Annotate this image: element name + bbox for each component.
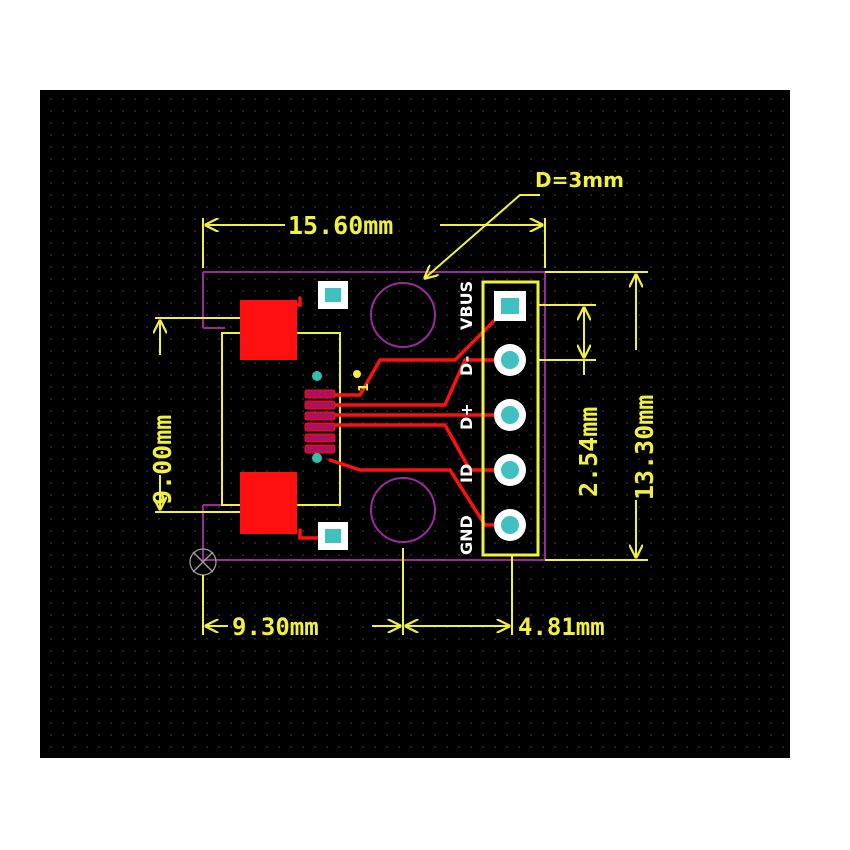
dim-board-width: 15.60mm bbox=[288, 211, 393, 240]
locator-via-top bbox=[312, 371, 322, 381]
shell-pad-top bbox=[240, 300, 297, 360]
pin-label-dplus: D+ bbox=[457, 403, 476, 430]
mounting-hole-bottom bbox=[370, 477, 436, 543]
header-pin-id bbox=[494, 454, 526, 486]
pin-label-dminus: D- bbox=[457, 356, 476, 376]
header-pin-dplus bbox=[494, 399, 526, 431]
pin1-marker: 1 bbox=[357, 383, 372, 392]
copper-traces bbox=[266, 296, 512, 540]
header-pin-dminus bbox=[494, 344, 526, 376]
pin-label-id: ID bbox=[457, 464, 476, 483]
dimension-lines bbox=[155, 194, 648, 635]
shell-pad-bottom bbox=[240, 472, 297, 534]
mount-pad-bottom bbox=[318, 522, 348, 550]
mount-pad-top bbox=[318, 281, 348, 309]
dim-board-height: 13.30mm bbox=[630, 395, 659, 500]
header-pin-vbus bbox=[494, 291, 526, 321]
pin-label-gnd: GND bbox=[457, 515, 476, 555]
dim-hole-diameter: D=3mm bbox=[535, 168, 624, 192]
header-pin-gnd bbox=[494, 509, 526, 541]
locator-via-bottom bbox=[312, 453, 322, 463]
dim-left-offset: 9.30mm bbox=[232, 613, 319, 641]
dim-right-offset: 4.81mm bbox=[518, 613, 605, 641]
usb-signal-pads bbox=[304, 389, 336, 454]
header-outline bbox=[481, 280, 540, 557]
usb-connector-outline bbox=[221, 332, 341, 506]
dim-connector-span: 9.00mm bbox=[148, 415, 177, 505]
mounting-hole-top bbox=[370, 282, 436, 348]
dim-pin-pitch: 2.54mm bbox=[574, 407, 603, 497]
pin-label-vbus: VBUS bbox=[457, 281, 476, 330]
pin1-dot bbox=[353, 370, 361, 378]
